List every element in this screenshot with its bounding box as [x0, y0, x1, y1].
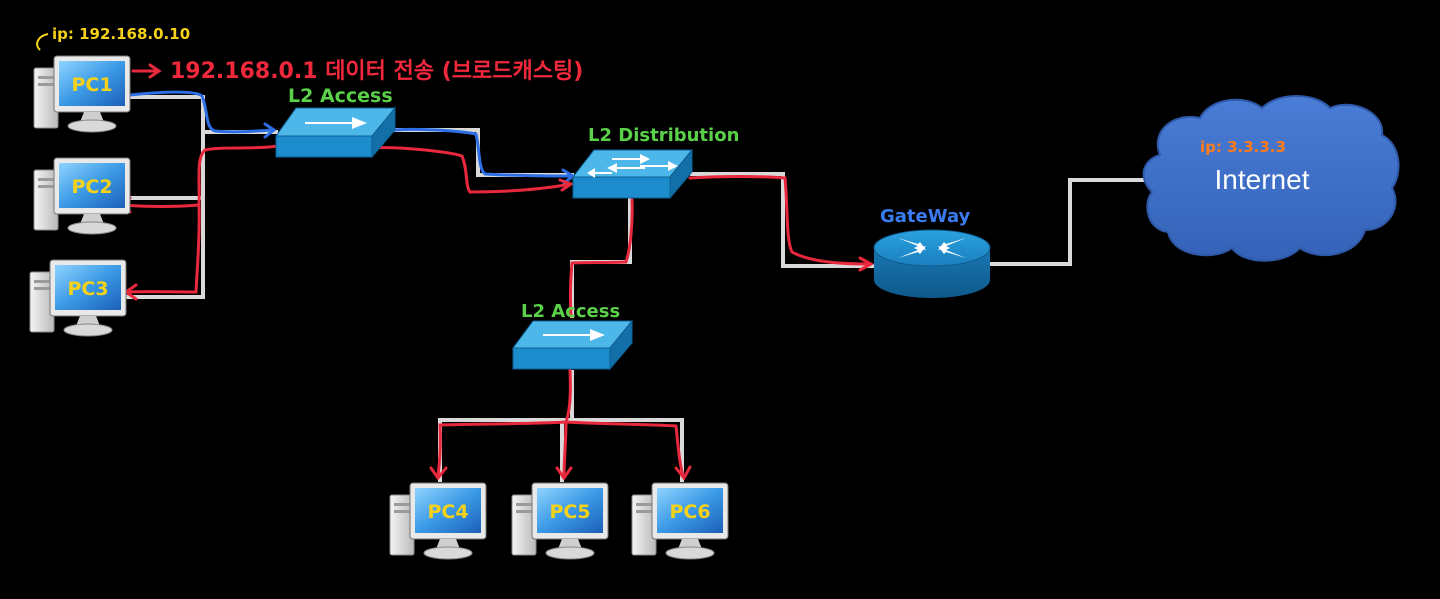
internet-ip-label: ip: 3.3.3.3: [1200, 138, 1286, 156]
pc1-ip-label: ip: 192.168.0.10: [52, 25, 190, 43]
forward-arrow-icon: [543, 329, 605, 341]
link-distribution-access2: [570, 198, 632, 318]
pc1[interactable]: PC1: [33, 55, 131, 133]
switch-access-top[interactable]: [275, 106, 397, 159]
link-distribution-gateway: [690, 172, 874, 268]
switch-distribution[interactable]: [571, 148, 694, 200]
broadcast-note: 192.168.0.1 데이터 전송 (브로드캐스팅): [170, 59, 583, 84]
broadcast-path: [117, 63, 875, 481]
switch-access-top-label: L2 Access: [288, 85, 393, 107]
pc2-label: PC2: [71, 176, 112, 198]
switch-access-bottom-label: L2 Access: [521, 301, 620, 322]
internet-cloud[interactable]: [1142, 95, 1400, 262]
pc3[interactable]: PC3: [29, 259, 127, 337]
switching-arrows-icon: [587, 154, 678, 178]
pc3-label: PC3: [67, 278, 108, 300]
pc5[interactable]: PC5: [511, 482, 609, 560]
pc2[interactable]: PC2: [33, 157, 131, 235]
internet-label: Internet: [1215, 164, 1310, 195]
link-gateway-internet: [990, 178, 1148, 266]
forward-arrow-icon: [305, 117, 367, 129]
pc4-label: PC4: [427, 501, 468, 523]
pointer-icon: [36, 33, 49, 51]
link-pc3-bus: [125, 97, 205, 299]
switch-access-bottom[interactable]: [512, 319, 634, 371]
gateway-label: GateWay: [880, 206, 971, 227]
pc6-label: PC6: [669, 501, 710, 523]
switch-distribution-label: L2 Distribution: [588, 125, 739, 146]
routing-arrows-icon: [898, 238, 966, 258]
pc5-label: PC5: [549, 501, 590, 523]
gateway-router[interactable]: [873, 229, 991, 298]
pc1-label: PC1: [71, 74, 112, 96]
request-path: [128, 90, 576, 185]
pc4[interactable]: PC4: [389, 482, 487, 560]
pc6[interactable]: PC6: [631, 482, 729, 560]
